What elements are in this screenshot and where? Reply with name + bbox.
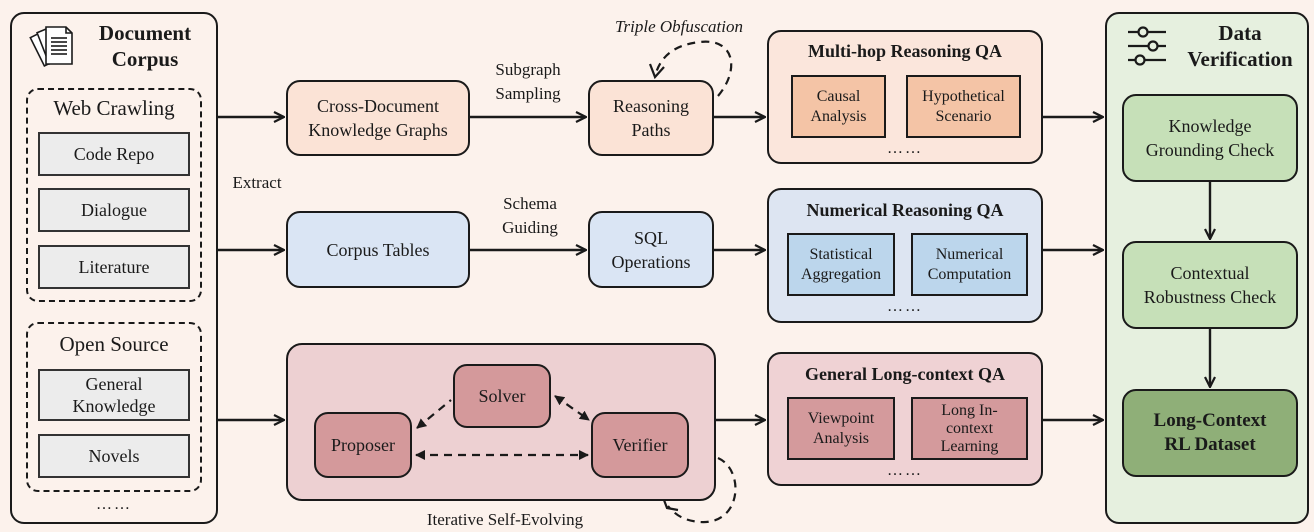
source-novels: Novels: [38, 434, 190, 478]
reasoning-paths-node: Reasoning Paths: [588, 80, 714, 156]
numerical-ellipsis: ……: [887, 298, 923, 315]
rl-dataset-output: Long-Context RL Dataset: [1122, 389, 1298, 477]
subgraph-sampling-label: Subgraph Sampling: [495, 60, 561, 103]
qa-type-statistical-aggregation: Statistical Aggregation: [787, 233, 895, 296]
knowledge-grounding-check: Knowledge Grounding Check: [1122, 94, 1298, 182]
verification-title: Data Verification: [1187, 21, 1293, 71]
source-literature: Literature: [38, 245, 190, 289]
proposer-node: Proposer: [314, 412, 412, 478]
iterative-self-evolving-label: Iterative Self-Evolving: [426, 510, 584, 529]
schema-guiding-label: Schema Guiding: [502, 194, 558, 237]
knowledge-graphs-node: Cross-Document Knowledge Graphs: [286, 80, 470, 156]
corpus-ellipsis: ……: [96, 496, 132, 513]
qa-type-hypothetical-scenario: Hypothetical Scenario: [906, 75, 1021, 138]
web-crawling-title: Web Crawling: [53, 95, 175, 120]
multi-hop-qa-title: Multi-hop Reasoning QA: [807, 40, 1003, 61]
source-general-knowledge: General Knowledge: [38, 369, 190, 421]
solver-node: Solver: [453, 364, 551, 428]
web-crawling-group: [26, 88, 202, 302]
general-qa-title: General Long-context QA: [805, 363, 1005, 384]
general-ellipsis: ……: [887, 462, 923, 479]
contextual-robustness-check: Contextual Robustness Check: [1122, 241, 1298, 329]
source-code-repo: Code Repo: [38, 132, 190, 176]
qa-type-viewpoint-analysis: Viewpoint Analysis: [787, 397, 895, 460]
open-source-title: Open Source: [59, 331, 169, 356]
multi-hop-ellipsis: ……: [887, 140, 923, 157]
triple-obfuscation-label: Triple Obfuscation: [615, 17, 743, 36]
qa-type-numerical-computation: Numerical Computation: [911, 233, 1028, 296]
qa-type-long-in-context-learning: Long In-context Learning: [911, 397, 1028, 460]
source-dialogue: Dialogue: [38, 188, 190, 232]
open-source-group: [26, 322, 202, 492]
sliders-icon: [1128, 26, 1166, 66]
numerical-qa-title: Numerical Reasoning QA: [806, 199, 1004, 220]
documents-icon: [29, 26, 73, 68]
extract-label: Extract: [232, 173, 282, 192]
corpus-tables-node: Corpus Tables: [286, 211, 470, 288]
verifier-node: Verifier: [591, 412, 689, 478]
sql-operations-node: SQL Operations: [588, 211, 714, 288]
qa-type-causal-analysis: Causal Analysis: [791, 75, 886, 138]
corpus-title: Document Corpus: [98, 21, 192, 71]
